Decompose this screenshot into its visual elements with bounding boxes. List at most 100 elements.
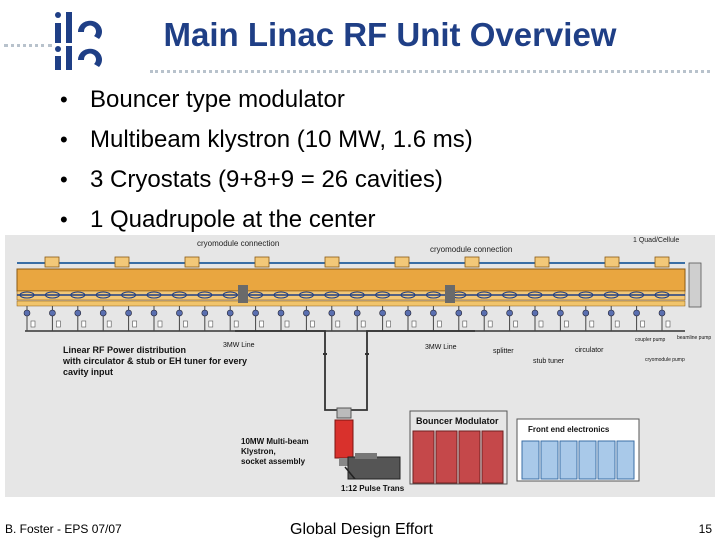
coupler-circulator (176, 309, 183, 317)
stub-tuner (183, 320, 188, 328)
stub-tuner (487, 320, 493, 328)
bouncer-modulator-label: Bouncer Modulator (416, 416, 499, 426)
coupler-pump-label: coupler pump (635, 337, 666, 343)
linear-rf-subtitle: with circulator & stub or EH tuner for e… (62, 356, 247, 366)
stub-tuner (56, 320, 61, 328)
bullet-icon: • (60, 167, 68, 192)
front-end-electronics (516, 418, 640, 482)
bullet-text: Bouncer type modulator (90, 86, 345, 113)
slide-title: Main Linac RF Unit Overview (163, 16, 617, 53)
cryostat-assembly (16, 256, 702, 308)
coupler-circulator (125, 309, 132, 317)
linear-rf-subtitle-2: cavity input (63, 367, 113, 377)
cavity (298, 291, 314, 299)
cryomodule-connection (394, 256, 410, 268)
klystron-label-1: 10MW Multi-beam (241, 437, 309, 446)
couplers (23, 306, 671, 331)
klystron-label-3: socket assembly (241, 457, 306, 466)
cavity (578, 291, 594, 299)
stub-tuner (614, 320, 620, 328)
cavity (349, 291, 365, 299)
cavity (502, 291, 518, 299)
ilc-logo (55, 12, 102, 70)
coupler-circulator (353, 309, 361, 317)
cavity (19, 291, 35, 299)
klystron-label-2: Klystron, (241, 447, 276, 456)
coupler-circulator (480, 309, 488, 317)
coupler-circulator (303, 309, 310, 317)
coupler-circulator (328, 309, 336, 317)
coupler-circulator (455, 309, 463, 317)
coupler-circulator (277, 309, 285, 317)
stub-tuner (30, 320, 36, 328)
coupler-circulator (201, 309, 209, 317)
cavity (248, 291, 264, 299)
cryomodule-pump-label: cryomodule pump (645, 357, 685, 363)
pulse-trans-label: 1:12 Pulse Trans (341, 484, 405, 493)
cavity (273, 291, 289, 299)
pulse-transformer (344, 453, 401, 480)
cavity (400, 291, 416, 299)
stub-tuner (259, 320, 264, 328)
bullet-icon: • (60, 127, 68, 152)
coupler-circulator (557, 309, 564, 317)
stub-tuner (640, 320, 645, 328)
coupler-circulator (49, 309, 56, 317)
stub-tuner (437, 320, 442, 328)
cavity (425, 291, 441, 299)
cryomodule-connection (254, 256, 270, 268)
cryomodule-connection (604, 256, 620, 268)
cavity (324, 291, 340, 299)
stub-tuner (106, 320, 112, 328)
coupler-circulator (252, 309, 259, 317)
stub-tuner (284, 320, 290, 328)
stub-tuner (513, 320, 518, 328)
cavity (44, 291, 60, 299)
klystron (334, 407, 354, 466)
stub-tuner (335, 320, 341, 328)
cryomodule-connection-label-right: cryomodule connection (430, 245, 512, 254)
cavity (603, 291, 619, 299)
stub-tuner (386, 320, 391, 328)
coupler-circulator (379, 309, 386, 317)
cryomodule-connection (654, 256, 670, 268)
cavity (375, 291, 391, 299)
coupler-circulator (226, 309, 234, 317)
coupler-circulator (74, 309, 82, 317)
footer-author: B. Foster - EPS 07/07 (5, 522, 122, 536)
bullet-item: •Bouncer type modulator (56, 80, 473, 120)
cryomodule-connection (184, 256, 200, 268)
bullet-item: •Multibeam klystron (10 MW, 1.6 ms) (56, 120, 473, 160)
cavity (552, 291, 568, 299)
mw-line-label-right: 3MW Line (425, 344, 457, 351)
stub-tuner (665, 320, 671, 328)
stub-tuner (411, 320, 417, 328)
coupler-circulator (99, 309, 107, 317)
cryostat-end-cap (688, 262, 702, 308)
cavity (654, 291, 670, 299)
footer-center: Global Design Effort (290, 521, 433, 538)
coupler-circulator (531, 309, 539, 317)
page-number: 15 (698, 522, 712, 536)
cavity (95, 291, 111, 299)
linear-rf-title: Linear RF Power distribution (63, 345, 186, 355)
cryomodule-connection (534, 256, 550, 268)
stub-tuner (132, 320, 137, 328)
bullet-text: 3 Cryostats (9+8+9 = 26 cavities) (90, 166, 443, 193)
coupler-circulator (404, 309, 412, 317)
quadrupole-top-label: 1 Quad/Cellule (633, 237, 679, 244)
cryomodule-connection (44, 256, 60, 268)
bullet-text: 1 Quadrupole at the center (90, 206, 376, 233)
stub-tuner (360, 320, 366, 328)
cavity (121, 291, 137, 299)
cavity-row (19, 291, 670, 299)
coupler-circulator (23, 309, 31, 317)
bullet-icon: • (60, 207, 68, 232)
bullet-list: •Bouncer type modulator •Multibeam klyst… (56, 80, 473, 240)
splitter-label: splitter (493, 348, 514, 355)
cavity (527, 291, 543, 299)
quadrupole-left (238, 285, 248, 303)
bullet-item: • 3 Cryostats (9+8+9 = 26 cavities) (56, 160, 473, 200)
cryomodule-connection-label-left: cryomodule connection (197, 239, 279, 248)
stub-tuner (81, 320, 87, 328)
